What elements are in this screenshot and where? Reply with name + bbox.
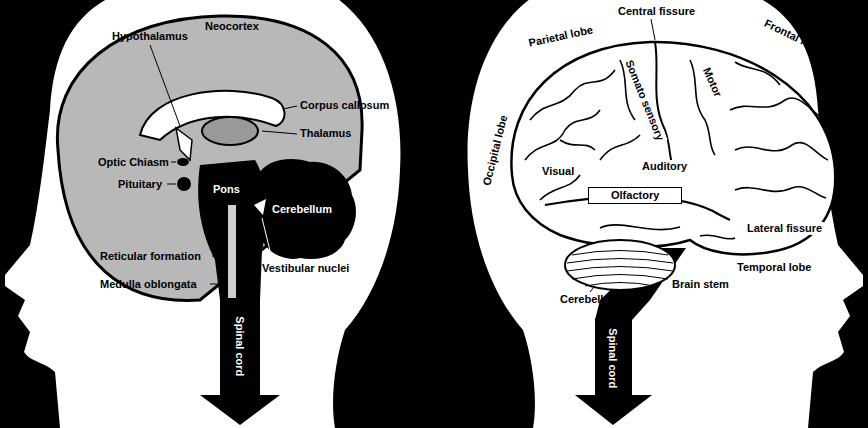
part-label: Medulla oblongata xyxy=(100,278,197,291)
cerebellum-fold xyxy=(567,267,673,272)
arrow-head xyxy=(200,395,280,425)
part-label: Reticular formation xyxy=(100,250,201,263)
part-label: Brain stem xyxy=(672,278,729,291)
area-label: Olfactory xyxy=(588,187,682,204)
cerebellum xyxy=(254,159,356,259)
hypothalamus xyxy=(176,128,192,160)
cerebellum xyxy=(565,240,675,290)
spinal-cord xyxy=(220,298,260,395)
part-label: Lateral fissure xyxy=(745,222,824,235)
gyrus-line xyxy=(525,110,600,160)
part-label: Optic Chiasm xyxy=(98,156,169,169)
gyrus-line xyxy=(530,70,615,120)
reticular-formation xyxy=(228,205,236,305)
part-label: Cerebellum xyxy=(560,293,620,306)
thalamus xyxy=(202,117,258,145)
part-label: Thalamus xyxy=(300,127,351,140)
gyrus-line xyxy=(700,235,735,239)
part-label: Vestibular nuclei xyxy=(262,262,349,275)
arrow-head xyxy=(575,395,652,425)
spinal-cord xyxy=(595,318,632,395)
head-silhouette xyxy=(5,0,400,428)
cortex-outline xyxy=(511,42,835,254)
gyrus-line xyxy=(600,225,680,230)
lobe-label: Temporal lobe xyxy=(737,261,811,274)
part-label: Hypothalamus xyxy=(112,30,188,43)
part-label: Central fissure xyxy=(618,5,695,18)
gyrus-line xyxy=(735,143,828,160)
part-label: Pons xyxy=(213,183,240,196)
neocortex xyxy=(57,16,362,301)
area-label: Visual xyxy=(540,165,576,178)
gyrus-line xyxy=(730,98,822,118)
gyrus-line xyxy=(560,140,595,150)
cerebellum-fold xyxy=(585,283,655,287)
leader-line xyxy=(210,284,228,285)
optic-chiasm xyxy=(177,158,189,166)
head-silhouette xyxy=(468,0,863,428)
gyrus-line xyxy=(735,187,826,198)
cerebellum-fold xyxy=(572,251,668,256)
region-label: Neocortex xyxy=(205,20,259,33)
gyrus-line xyxy=(735,62,780,85)
central-fissure-line xyxy=(655,42,675,170)
leader-line xyxy=(167,184,176,185)
pituitary xyxy=(177,177,191,191)
gyrus-line xyxy=(600,135,640,160)
part-label: Spinal cord xyxy=(607,328,620,388)
leader-line xyxy=(283,106,297,109)
part-label: Corpus callosum xyxy=(300,99,389,112)
part-label: Spinal cord xyxy=(234,316,247,376)
part-label: Pituitary xyxy=(118,178,162,191)
area-label: Auditory xyxy=(640,160,689,173)
vestibular-nuclei xyxy=(254,199,266,215)
leader-line xyxy=(150,45,180,126)
gyrus-line xyxy=(540,175,580,200)
leader-line xyxy=(212,256,228,257)
leader-line xyxy=(651,19,655,40)
cerebellum-fold xyxy=(567,259,673,264)
leader-line xyxy=(590,287,594,292)
leader-line xyxy=(262,218,272,259)
leader-line xyxy=(262,131,297,134)
leader-line xyxy=(171,162,176,163)
cerebellum-fold xyxy=(572,275,668,280)
part-label: Cerebellum xyxy=(272,203,332,216)
